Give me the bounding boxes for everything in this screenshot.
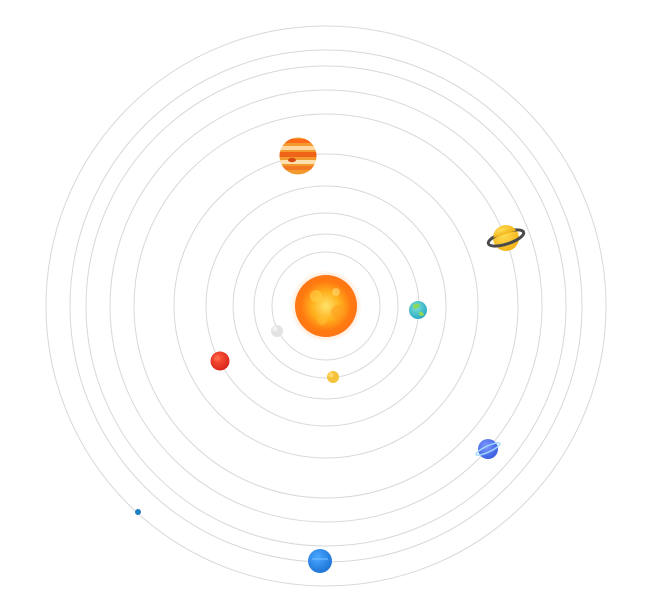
earth-icon: [409, 301, 427, 319]
venus-icon: [327, 371, 339, 383]
pluto-icon: [135, 509, 141, 515]
mercury-icon: [271, 325, 283, 337]
orbit-7: [109, 89, 543, 523]
neptune-icon: [308, 549, 332, 573]
orbit-5: [173, 153, 479, 459]
orbit-1: [271, 251, 381, 361]
mars-icon: [210, 351, 230, 371]
orbit-10: [45, 25, 607, 587]
orbit-6: [133, 113, 519, 499]
sun-icon: [290, 270, 362, 342]
jupiter-icon: [279, 137, 317, 175]
orbit-rings: [45, 25, 607, 587]
orbit-2: [253, 233, 399, 379]
orbit-4: [205, 185, 447, 427]
orbit-8: [85, 65, 567, 547]
uranus-icon: [475, 439, 501, 459]
saturn-icon: [486, 225, 526, 251]
